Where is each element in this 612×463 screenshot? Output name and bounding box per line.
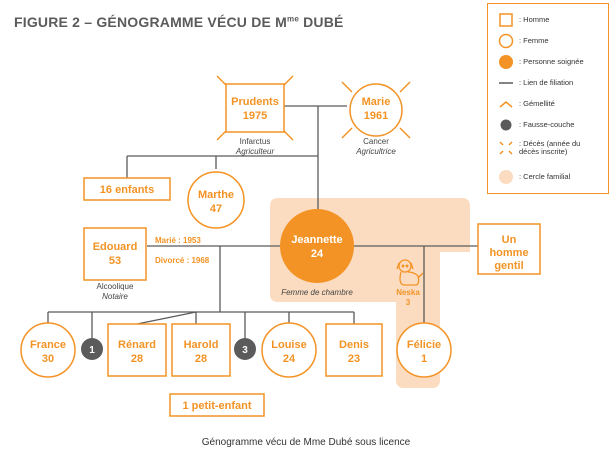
- legend: : Homme : Femme : Personne soignée : Lie…: [487, 3, 609, 194]
- marthe-age: 47: [210, 203, 222, 215]
- legend-item-fausse-couche: : Fausse-couche: [496, 117, 574, 133]
- harold-age: 28: [195, 353, 207, 365]
- legend-label: : Décès (année du décès inscrite): [519, 139, 581, 156]
- person-harold[interactable]: Harold 28: [171, 323, 231, 377]
- figure-caption: Génogramme vécu de Mme Dubé sous licence: [201, 437, 411, 448]
- miscarriage-2: 3: [234, 338, 256, 360]
- family-circle-icon: [496, 169, 516, 185]
- prudents-note1: Infarctus: [240, 137, 271, 146]
- grey-dot-icon: [496, 117, 516, 133]
- chevron-icon: [496, 96, 516, 112]
- legend-label: : Cercle familial: [519, 172, 571, 181]
- person-france[interactable]: France 30: [20, 322, 76, 378]
- box-petit-enfant[interactable]: 1 petit-enfant: [169, 393, 265, 417]
- france-name: France: [30, 339, 66, 351]
- legend-label: : Homme: [519, 15, 550, 24]
- legend-item-lien: : Lien de filiation: [496, 75, 573, 91]
- legend-item-deces: : Décès (année du décès inscrite): [496, 140, 599, 156]
- person-jeannette[interactable]: Jeannette 24 Femme de chambre: [280, 209, 354, 297]
- person-prudents[interactable]: Prudents 1975 Infarctus Agriculteur: [216, 75, 294, 156]
- renard-name: Rénard: [118, 339, 156, 351]
- box-16-enfants[interactable]: 16 enfants: [83, 177, 171, 201]
- prudents-year: 1975: [243, 110, 267, 122]
- legend-item-gemellite: : Gémellité: [496, 96, 555, 112]
- circle-icon: [496, 33, 516, 49]
- legend-item-homme: : Homme: [496, 12, 549, 28]
- marie-note1: Cancer: [363, 137, 389, 146]
- harold-name: Harold: [184, 339, 219, 351]
- enfants16-label: 16 enfants: [100, 184, 154, 196]
- petitenfant-label: 1 petit-enfant: [182, 400, 251, 412]
- jeannette-name: Jeannette: [291, 234, 342, 246]
- neska-age: 3: [406, 298, 411, 307]
- marie-note2: Agricultrice: [355, 147, 396, 156]
- louise-name: Louise: [271, 339, 306, 351]
- person-denis[interactable]: Denis 23: [325, 323, 383, 377]
- divorced-label: Divorcé : 1968: [155, 256, 210, 265]
- filiation-lines: [47, 105, 478, 338]
- line-icon: [496, 75, 516, 91]
- legend-label: : Gémellité: [519, 99, 555, 108]
- jeannette-note: Femme de chambre: [281, 288, 353, 297]
- france-age: 30: [42, 353, 54, 365]
- marthe-name: Marthe: [198, 189, 234, 201]
- filled-circle-icon: [496, 54, 516, 70]
- felicie-name: Félicie: [407, 339, 441, 351]
- person-renard[interactable]: Rénard 28: [107, 323, 167, 377]
- denis-age: 23: [348, 353, 360, 365]
- married-label: Marié : 1953: [155, 236, 201, 245]
- square-icon: [496, 12, 516, 28]
- person-felicie[interactable]: Félicie 1: [396, 322, 452, 378]
- miscarriage-1: 1: [81, 338, 103, 360]
- legend-label: : Lien de filiation: [519, 78, 574, 87]
- legend-item-personne-soignee: : Personne soignée: [496, 54, 584, 70]
- dog-icon: [396, 259, 424, 286]
- homme-line2: homme: [489, 247, 528, 259]
- neska-name: Neska: [396, 288, 420, 297]
- felicie-age: 1: [421, 353, 427, 365]
- edouard-note2: Notaire: [102, 292, 128, 301]
- person-edouard[interactable]: Edouard 53 Alcoolique Notaire Marié : 19…: [83, 227, 210, 301]
- legend-item-cercle: : Cercle familial: [496, 169, 570, 185]
- person-marthe[interactable]: Marthe 47: [187, 171, 245, 229]
- edouard-note1: Alcoolique: [97, 282, 134, 291]
- jeannette-age: 24: [311, 248, 324, 260]
- death-cross-icon: [496, 140, 516, 156]
- homme-line1: Un: [502, 234, 517, 246]
- person-marie[interactable]: Marie 1961 Cancer Agricultrice: [341, 81, 411, 156]
- miscarriage-2-label: 3: [242, 345, 248, 356]
- edouard-name: Edouard: [93, 241, 138, 253]
- person-louise[interactable]: Louise 24: [261, 322, 317, 378]
- person-homme-gentil[interactable]: Un homme gentil: [477, 223, 541, 275]
- page-title: FIGURE 2 – GÉNOGRAMME VÉCU DE Mme DUBÉ: [14, 14, 344, 30]
- denis-name: Denis: [339, 339, 369, 351]
- louise-age: 24: [283, 353, 296, 365]
- prudents-note2: Agriculteur: [235, 147, 275, 156]
- legend-label: : Personne soignée: [519, 57, 584, 66]
- miscarriage-1-label: 1: [89, 345, 95, 356]
- homme-line3: gentil: [494, 260, 523, 272]
- edouard-age: 53: [109, 255, 121, 267]
- legend-label: : Fausse-couche: [519, 120, 575, 129]
- marie-year: 1961: [364, 110, 388, 122]
- renard-age: 28: [131, 353, 143, 365]
- legend-item-femme: : Femme: [496, 33, 549, 49]
- prudents-name: Prudents: [231, 96, 279, 108]
- pet-neska[interactable]: Neska 3: [396, 259, 424, 307]
- marie-name: Marie: [362, 96, 391, 108]
- legend-label: : Femme: [519, 36, 549, 45]
